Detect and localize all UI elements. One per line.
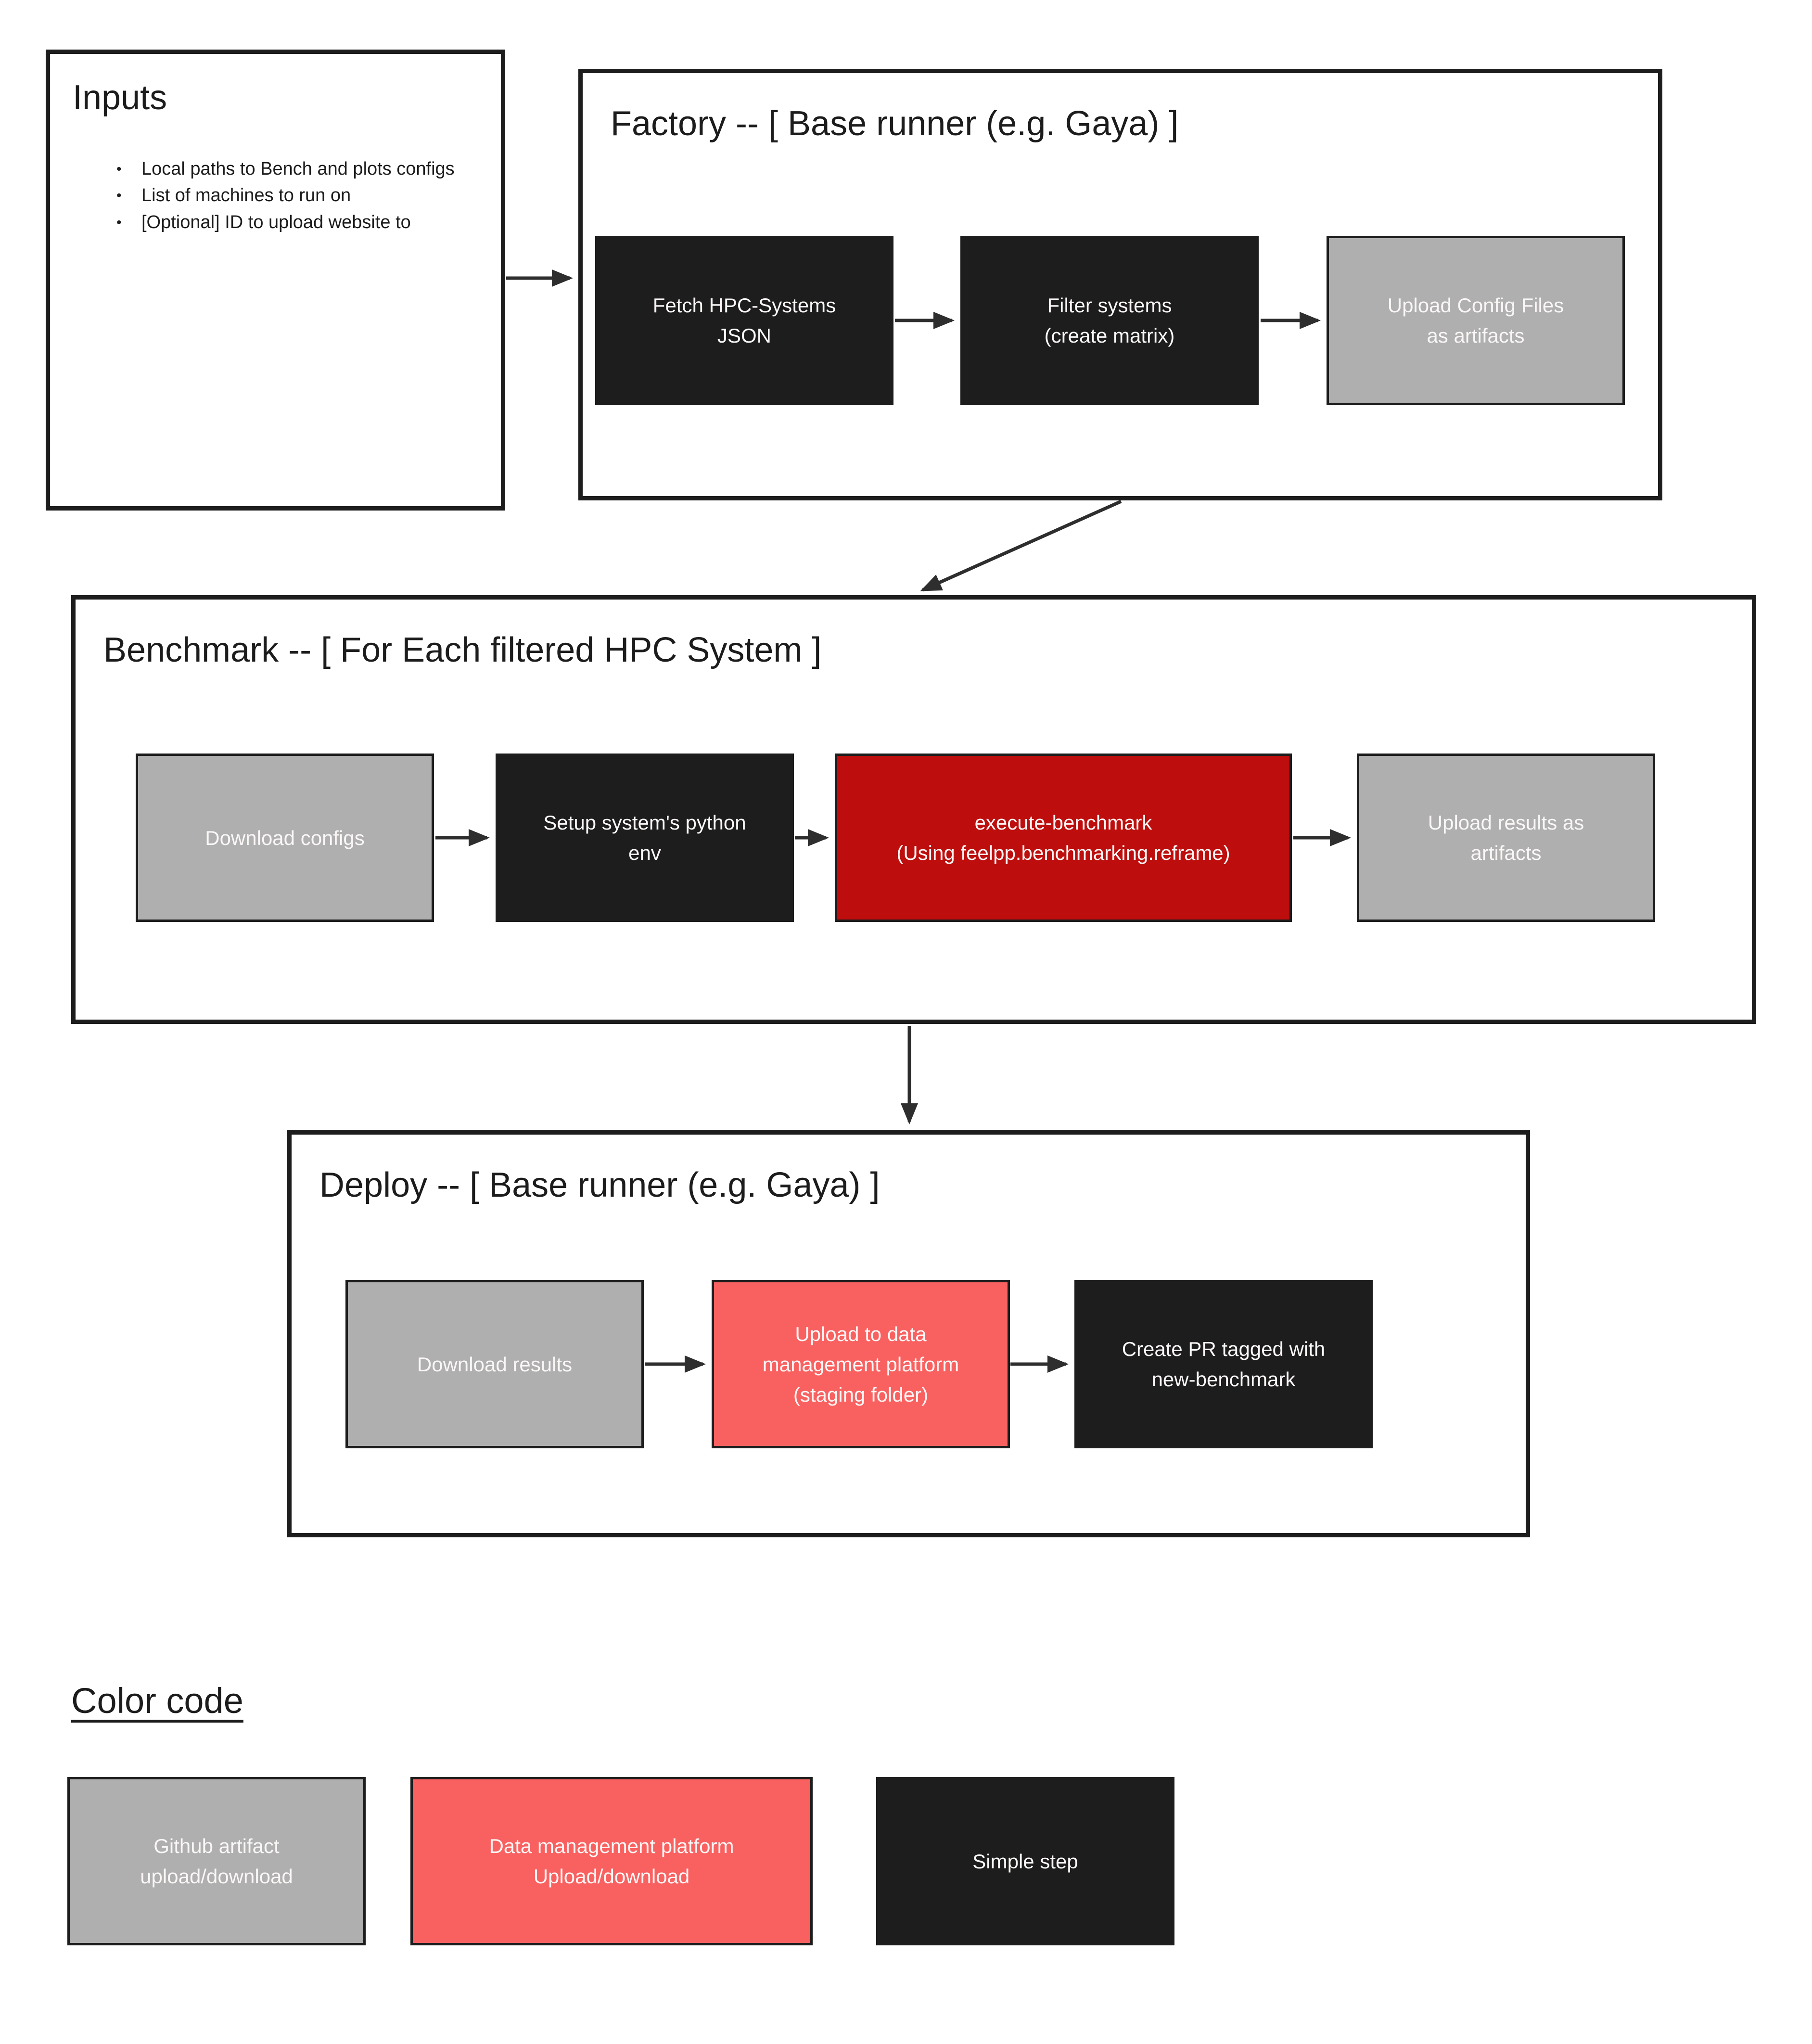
legend-item-label: Simple step	[972, 1850, 1078, 1873]
inputs-bullet-list: Local paths to Bench and plots configs L…	[108, 156, 455, 236]
factory-title: Factory -- [ Base runner (e.g. Gaya) ]	[611, 104, 1179, 143]
step-execute-benchmark: execute-benchmark (Using feelpp.benchmar…	[835, 754, 1292, 922]
inputs-bullet: List of machines to run on	[108, 182, 455, 209]
benchmark-title: Benchmark -- [ For Each filtered HPC Sys…	[103, 631, 822, 669]
step-upload-config-files: Upload Config Files as artifacts	[1327, 236, 1625, 405]
step-label: Fetch HPC-Systems JSON	[652, 294, 836, 347]
step-create-pr: Create PR tagged with new-benchmark	[1074, 1280, 1373, 1448]
step-label: execute-benchmark (Using feelpp.benchmar…	[896, 811, 1230, 864]
step-label: Download configs	[205, 826, 365, 849]
step-download-results: Download results	[345, 1280, 644, 1448]
deploy-title: Deploy -- [ Base runner (e.g. Gaya) ]	[319, 1166, 880, 1204]
step-filter-systems: Filter systems (create matrix)	[960, 236, 1259, 405]
step-fetch-hpc-systems: Fetch HPC-Systems JSON	[595, 236, 893, 405]
arrow-factory-to-benchmark	[920, 499, 1122, 592]
inputs-box: Inputs Local paths to Bench and plots co…	[46, 50, 505, 511]
step-label: Filter systems (create matrix)	[1044, 294, 1175, 347]
step-label: Create PR tagged with new-benchmark	[1122, 1338, 1326, 1391]
step-upload-to-data-platform: Upload to data management platform (stag…	[712, 1280, 1010, 1448]
inputs-bullet: Local paths to Bench and plots configs	[108, 156, 455, 183]
step-upload-results: Upload results as artifacts	[1357, 754, 1655, 922]
inputs-bullet: [Optional] ID to upload website to	[108, 209, 455, 236]
legend-item-label: Data management platform Upload/download	[489, 1835, 734, 1888]
inputs-title: Inputs	[73, 78, 167, 117]
step-label: Upload Config Files as artifacts	[1387, 294, 1564, 347]
step-label: Upload to data management platform (stag…	[762, 1322, 959, 1406]
step-label: Upload results as artifacts	[1428, 811, 1584, 864]
step-download-configs: Download configs	[136, 754, 434, 922]
step-setup-python-env: Setup system's python env	[496, 754, 794, 922]
legend-item-data-platform: Data management platform Upload/download	[410, 1777, 813, 1945]
legend-item-simple-step: Simple step	[876, 1777, 1174, 1945]
legend-item-label: Github artifact upload/download	[140, 1835, 293, 1888]
legend-item-github-artifact: Github artifact upload/download	[67, 1777, 366, 1945]
step-label: Download results	[417, 1353, 573, 1376]
legend-title: Color code	[71, 1681, 243, 1721]
step-label: Setup system's python env	[543, 811, 746, 864]
